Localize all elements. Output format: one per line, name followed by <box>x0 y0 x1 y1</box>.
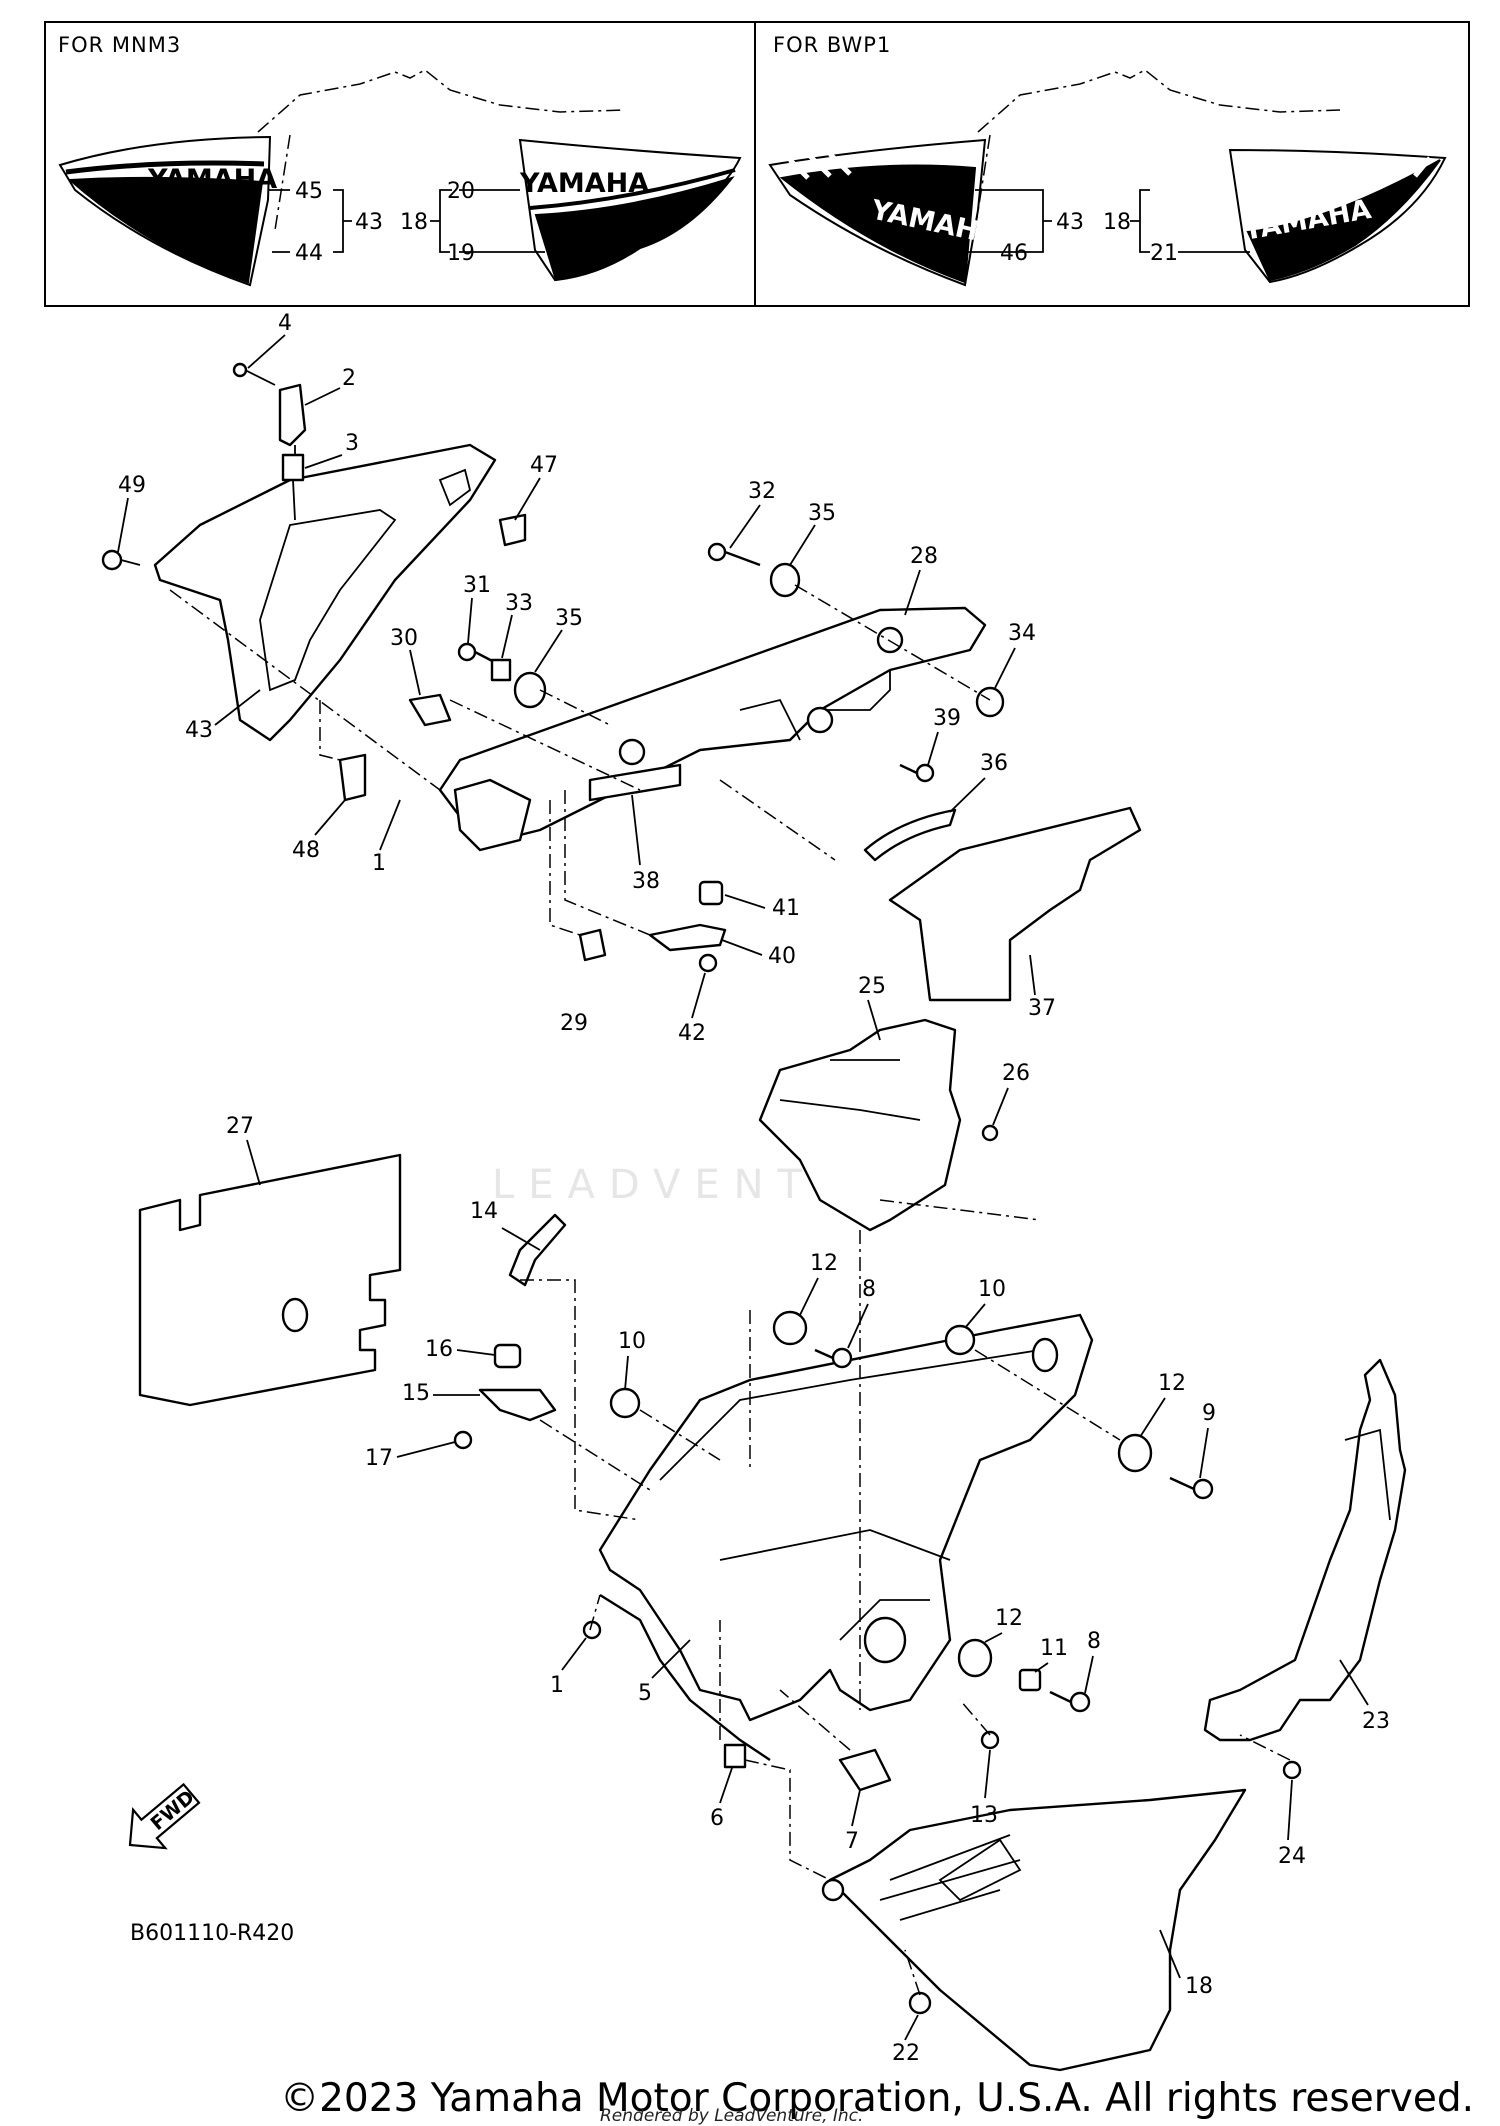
middle-assembly <box>138 1018 1041 1407</box>
callout-1a: 1 <box>372 851 386 876</box>
callout-12a: 12 <box>810 1251 838 1276</box>
callout-2: 2 <box>342 366 356 391</box>
callout-46: 46 <box>1000 241 1028 266</box>
inset-box <box>44 21 1470 307</box>
callout-12c: 12 <box>995 1606 1023 1631</box>
callout-37: 37 <box>1028 996 1056 1021</box>
callout-43: 43 <box>355 210 383 235</box>
callout-6: 6 <box>710 1806 724 1831</box>
callout-31: 31 <box>463 573 491 598</box>
callout-23: 23 <box>1362 1709 1390 1734</box>
callout-43-main: 43 <box>185 718 213 743</box>
callout-18: 18 <box>400 210 428 235</box>
callout-35b: 35 <box>555 606 583 631</box>
callout-32: 32 <box>748 479 776 504</box>
callout-13: 13 <box>970 1803 998 1828</box>
callout-17: 17 <box>365 1446 393 1471</box>
lower-assembly <box>453 1213 1407 2072</box>
callout-25: 25 <box>858 974 886 999</box>
callout-21: 21 <box>1150 241 1178 266</box>
callout-8b: 8 <box>1087 1629 1101 1654</box>
callout-44: 44 <box>295 241 323 266</box>
callout-10a: 10 <box>978 1277 1006 1302</box>
diagram-code: B601110-R420 <box>130 1921 294 1946</box>
callout-30: 30 <box>390 626 418 651</box>
callout-42: 42 <box>678 1021 706 1046</box>
brand-mnm3-left: YAMAHA <box>147 164 277 195</box>
callout-10b: 10 <box>618 1329 646 1354</box>
callout-20: 20 <box>447 179 475 204</box>
callout-47: 47 <box>530 453 558 478</box>
callout-labels: 4 2 3 47 49 43 32 35 28 31 33 35 34 30 3… <box>117 311 1390 2066</box>
callout-48: 48 <box>292 838 320 863</box>
callout-34: 34 <box>1008 621 1036 646</box>
inset-bwp1: FOR BWP1 YAMAHA YAMAHA 43 46 18 21 <box>768 33 1447 287</box>
callout-9: 9 <box>1202 1401 1216 1426</box>
callout-4: 4 <box>278 311 292 336</box>
callout-1b: 1 <box>550 1673 564 1698</box>
callout-16: 16 <box>425 1337 453 1362</box>
callout-38: 38 <box>632 869 660 894</box>
upper-assembly <box>101 362 1142 1002</box>
callout-36: 36 <box>980 751 1008 776</box>
callout-12b: 12 <box>1158 1371 1186 1396</box>
callout-14: 14 <box>470 1199 498 1224</box>
callout-15: 15 <box>402 1381 430 1406</box>
inset-mnm3-header: FOR MNM3 <box>58 33 181 57</box>
callout-11: 11 <box>1040 1636 1068 1661</box>
callout-33: 33 <box>505 591 533 616</box>
fwd-arrow-icon: FWD <box>128 1782 201 1850</box>
callout-29: 29 <box>560 1011 588 1036</box>
callout-5: 5 <box>638 1681 652 1706</box>
callout-8a: 8 <box>862 1277 876 1302</box>
rendered-by-credit: Rendered by LeadVenture, Inc. <box>600 2106 864 2126</box>
callout-22: 22 <box>892 2041 920 2066</box>
callout-39: 39 <box>933 706 961 731</box>
callout-3: 3 <box>345 431 359 456</box>
callout-18-main: 18 <box>1185 1974 1213 1999</box>
callout-18b: 18 <box>1103 210 1131 235</box>
inset-mnm3: FOR MNM3 YAMAHA YAMAHA 45 43 44 18 20 19 <box>58 33 742 287</box>
inset-bwp1-header: FOR BWP1 <box>773 33 891 57</box>
callout-49: 49 <box>118 473 146 498</box>
callout-26: 26 <box>1002 1061 1030 1086</box>
callout-40: 40 <box>768 944 796 969</box>
callout-27: 27 <box>226 1114 254 1139</box>
callout-24: 24 <box>1278 1844 1306 1869</box>
callout-41: 41 <box>772 896 800 921</box>
copyright-notice: ©2023 Yamaha Motor Corporation, U.S.A. A… <box>280 2076 1474 2121</box>
callout-7: 7 <box>845 1829 859 1854</box>
callout-28: 28 <box>910 544 938 569</box>
callout-35a: 35 <box>808 501 836 526</box>
callout-19: 19 <box>447 241 475 266</box>
callout-43b: 43 <box>1056 210 1084 235</box>
brand-mnm3-right: YAMAHA <box>519 168 649 199</box>
callout-45: 45 <box>295 179 323 204</box>
